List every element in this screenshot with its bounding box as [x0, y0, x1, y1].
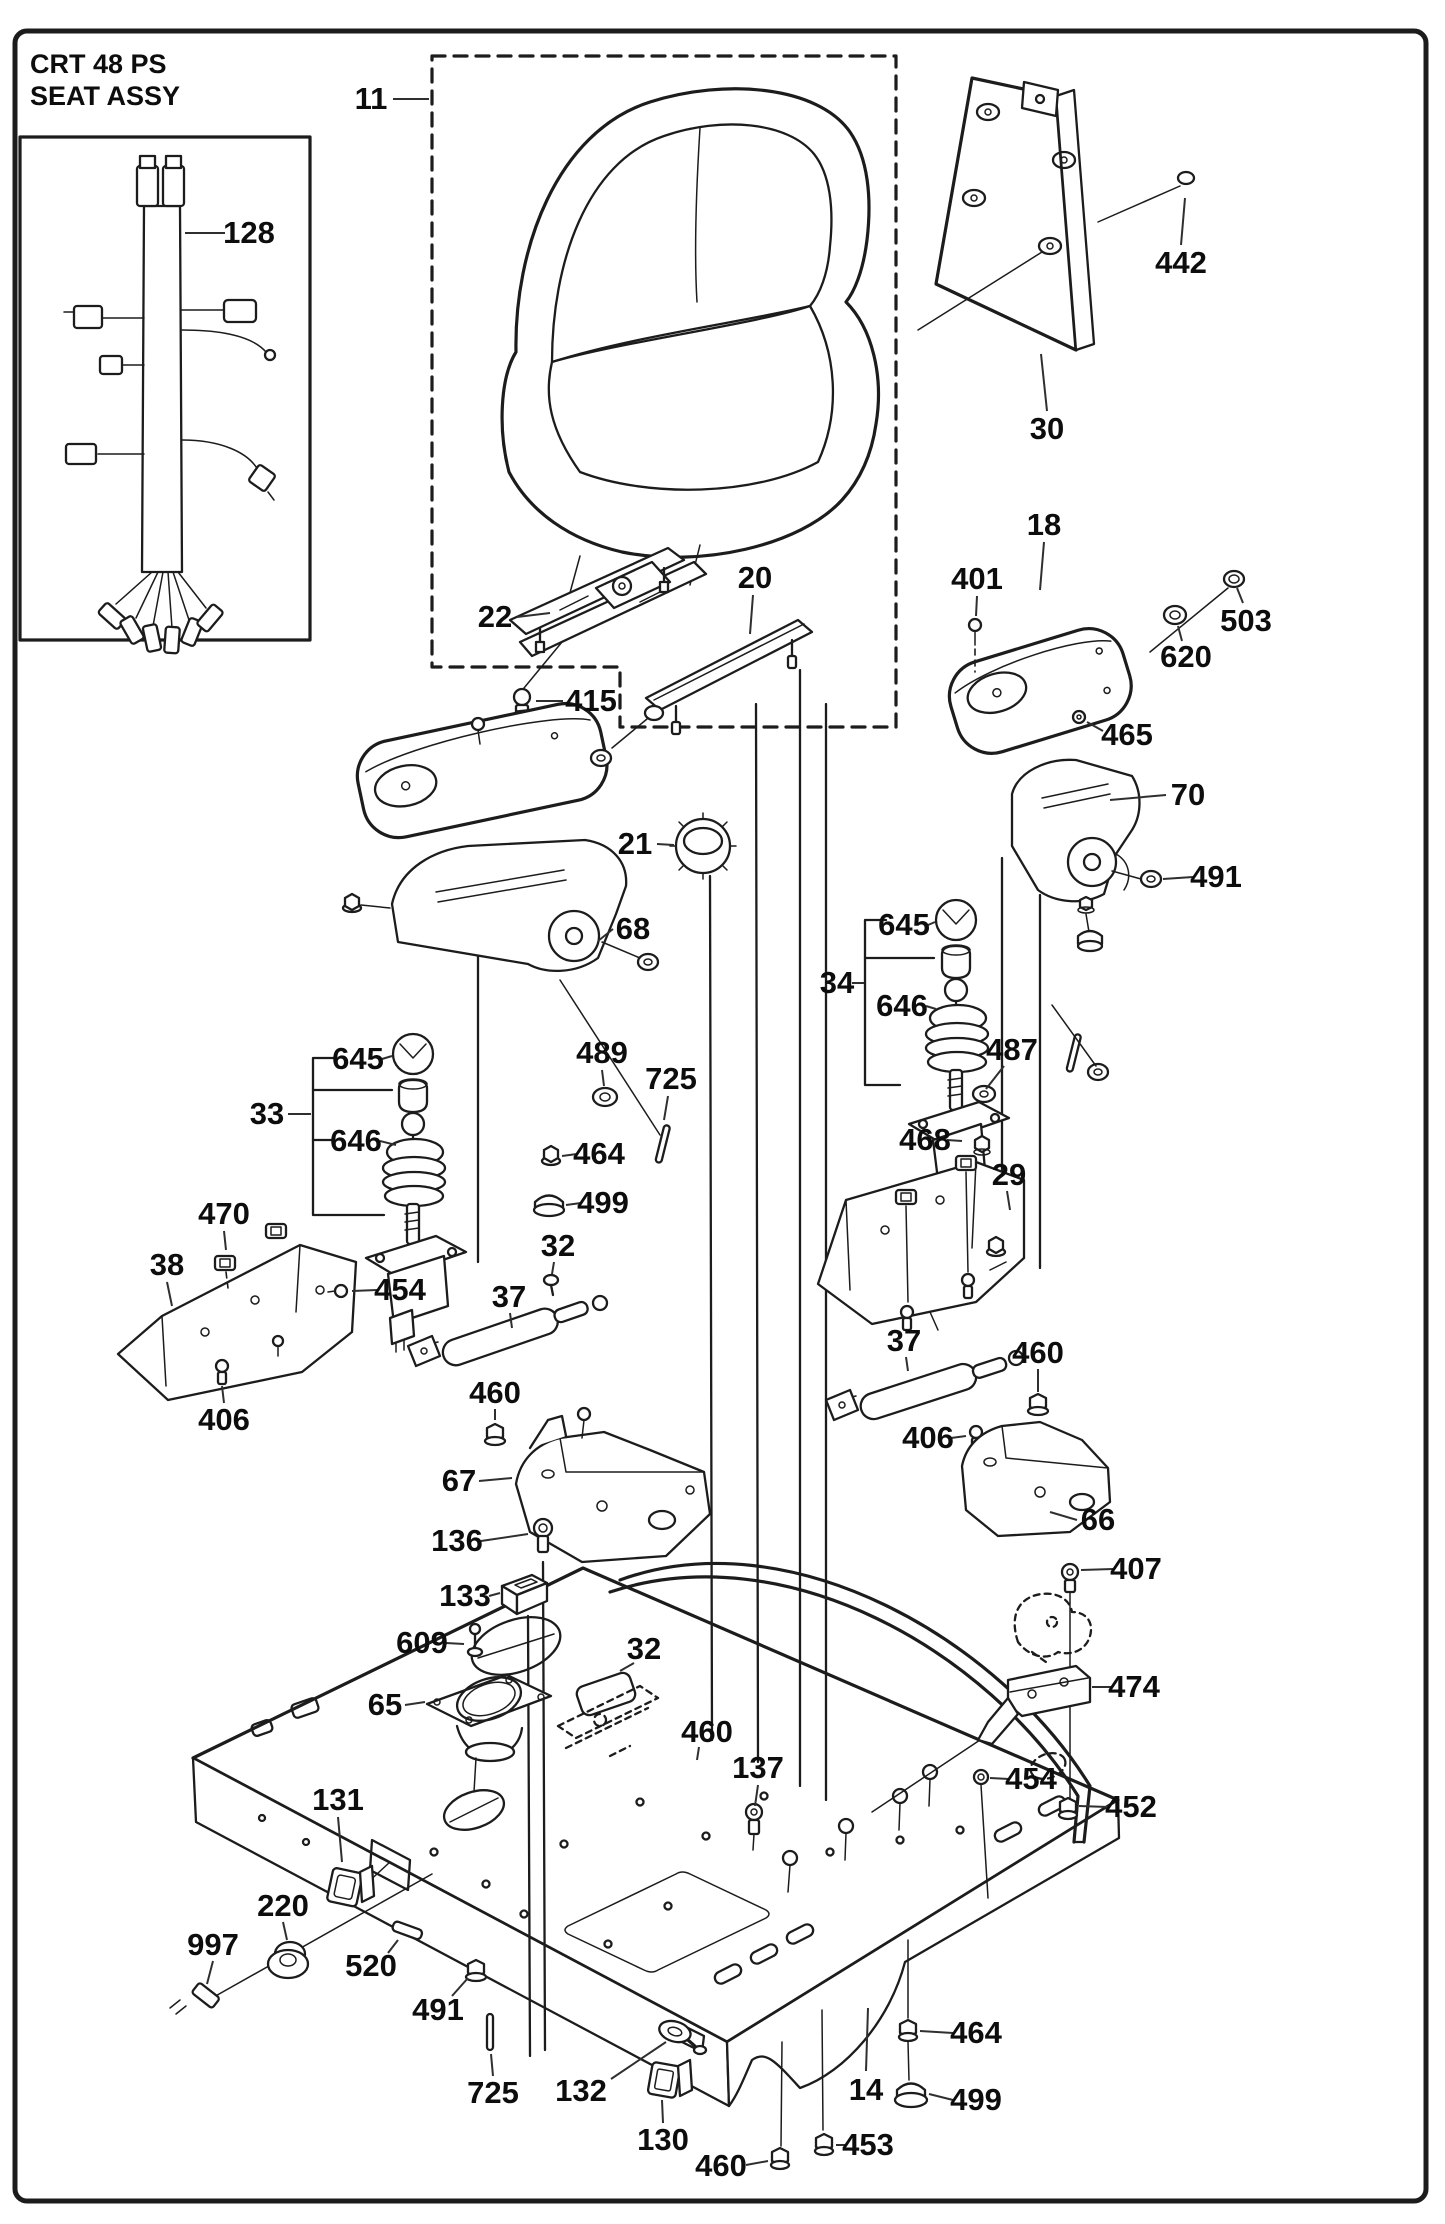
title-line-2: SEAT ASSY: [30, 81, 181, 111]
inset-harness-box: [18, 135, 312, 655]
rubber-block-133: [500, 1573, 549, 1616]
page-title: CRT 48 PS SEAT ASSY: [30, 48, 180, 112]
pin-725-bottom: [485, 2012, 495, 2052]
gas-damper-left: [406, 1273, 609, 1368]
title-line-1: CRT 48 PS: [30, 49, 167, 79]
nut-460-left: [483, 1422, 507, 1447]
pin-520: [391, 1920, 424, 1941]
nut-464-right: [897, 1939, 919, 2081]
screw-609: [466, 1622, 484, 1658]
joystick-left: [364, 1032, 468, 1353]
nut-460-bottom: [769, 2041, 791, 2171]
plug-132: [658, 2019, 708, 2056]
switch-131: [326, 1861, 391, 1908]
hardware-right-column: [1051, 1004, 1110, 1082]
bracket-lines-34: [863, 918, 936, 1087]
screw-454-right: [972, 1768, 990, 1899]
washer-491-right: [1111, 869, 1163, 889]
sensor-220: [211, 1873, 433, 1999]
bearing-cap: [669, 812, 737, 880]
backrest-panel: [917, 76, 1096, 352]
gas-damper-right: [824, 1349, 1025, 1422]
bolt-136: [532, 1517, 554, 1554]
reference-lines: [476, 668, 1042, 2058]
seat-slide-rail: [508, 546, 708, 689]
base-plate: [191, 1562, 1121, 2108]
screw-465: [1071, 709, 1087, 725]
latch-474: [871, 1664, 1092, 1813]
bolt-503: [1149, 569, 1246, 653]
armrest-left: [355, 701, 665, 933]
horn-65: [425, 1673, 553, 1793]
armrest-right: [947, 617, 1133, 791]
damper-bracket-right: [960, 1420, 1112, 1538]
page-border: [12, 28, 1429, 2204]
screw-442: [1097, 170, 1196, 223]
nut-452: [1057, 1796, 1079, 1821]
cover-plate-left: [116, 1222, 358, 1402]
cable-997: [169, 1982, 220, 2015]
seat-assembly-dashed-box: [430, 54, 898, 729]
armrest-bracket-right: [1010, 758, 1141, 953]
cover-plate-right: [816, 1154, 1026, 1332]
bolt-407: [1060, 1562, 1080, 1801]
nut-491-bottom: [464, 1958, 488, 1983]
armrest-bracket-left: [341, 838, 661, 1136]
support-rail: [644, 618, 814, 736]
seat: [500, 87, 880, 601]
damper-bracket-left: [514, 1406, 712, 1564]
switch-130: [646, 2058, 694, 2099]
ghost-part: [1013, 1592, 1093, 1664]
nut-460-right: [1026, 1392, 1050, 1417]
foot-499-right: [893, 2082, 929, 2109]
bolt-137: [744, 1802, 764, 1851]
hardware-left-column: [532, 1086, 671, 1218]
bracket-lines-33: [311, 1056, 394, 1217]
washer-620: [1162, 604, 1188, 626]
nut-453: [813, 2009, 835, 2157]
